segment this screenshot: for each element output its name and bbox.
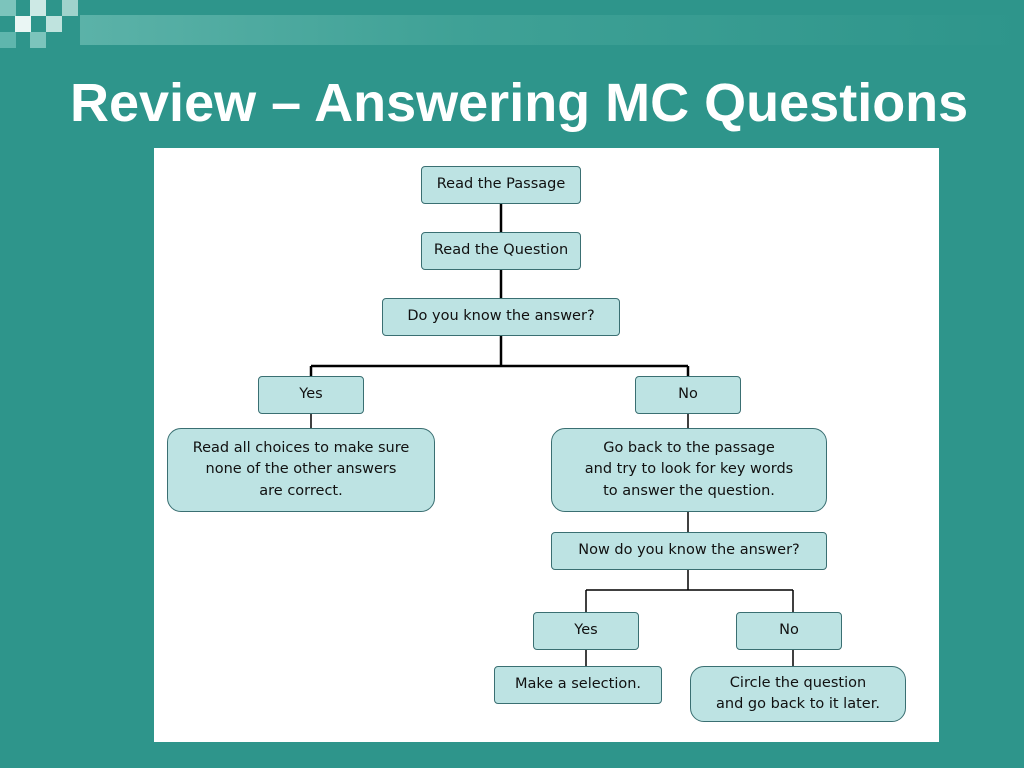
action-make-selection-label: Make a selection. xyxy=(514,676,642,693)
branch-yes-2: Yes xyxy=(533,612,639,650)
decor-square xyxy=(30,0,46,16)
step-read-question: Read the Question xyxy=(421,232,581,270)
branch-no-1: No xyxy=(635,376,741,414)
decor-square xyxy=(62,0,78,16)
action-read-all-choices: Read all choices to make sure none of th… xyxy=(167,428,435,512)
decision-know-answer-label: Do you know the answer? xyxy=(407,308,595,325)
header-decorative-band xyxy=(0,0,1024,48)
step-read-passage: Read the Passage xyxy=(421,166,581,204)
branch-yes-1: Yes xyxy=(258,376,364,414)
branch-no-2-label: No xyxy=(779,622,799,639)
decor-square xyxy=(15,16,31,32)
action-make-selection: Make a selection. xyxy=(494,666,662,704)
action-go-back-passage-label: Go back to the passage and try to look f… xyxy=(584,440,794,499)
decor-square xyxy=(46,16,62,32)
step-read-passage-label: Read the Passage xyxy=(436,176,566,193)
decision-know-answer-2-label: Now do you know the answer? xyxy=(578,542,800,559)
decision-know-answer-2: Now do you know the answer? xyxy=(551,532,827,570)
decor-square xyxy=(0,0,16,16)
action-go-back-passage: Go back to the passage and try to look f… xyxy=(551,428,827,512)
branch-no-1-label: No xyxy=(678,386,698,403)
decor-band-fade xyxy=(80,15,1024,45)
decision-know-answer: Do you know the answer? xyxy=(382,298,620,336)
decor-square xyxy=(30,32,46,48)
slide-title: Review – Answering MC Questions xyxy=(70,73,969,133)
flowchart-panel: Read the Passage Read the Question Do yo… xyxy=(154,148,939,742)
branch-yes-2-label: Yes xyxy=(574,622,598,639)
action-circle-question-label: Circle the question and go back to it la… xyxy=(716,674,880,712)
step-read-question-label: Read the Question xyxy=(433,242,569,259)
action-circle-question: Circle the question and go back to it la… xyxy=(690,666,906,722)
branch-yes-1-label: Yes xyxy=(299,386,323,403)
action-read-all-choices-label: Read all choices to make sure none of th… xyxy=(192,440,410,499)
decor-square xyxy=(0,32,16,48)
flowchart-connectors xyxy=(309,204,794,666)
branch-no-2: No xyxy=(736,612,842,650)
